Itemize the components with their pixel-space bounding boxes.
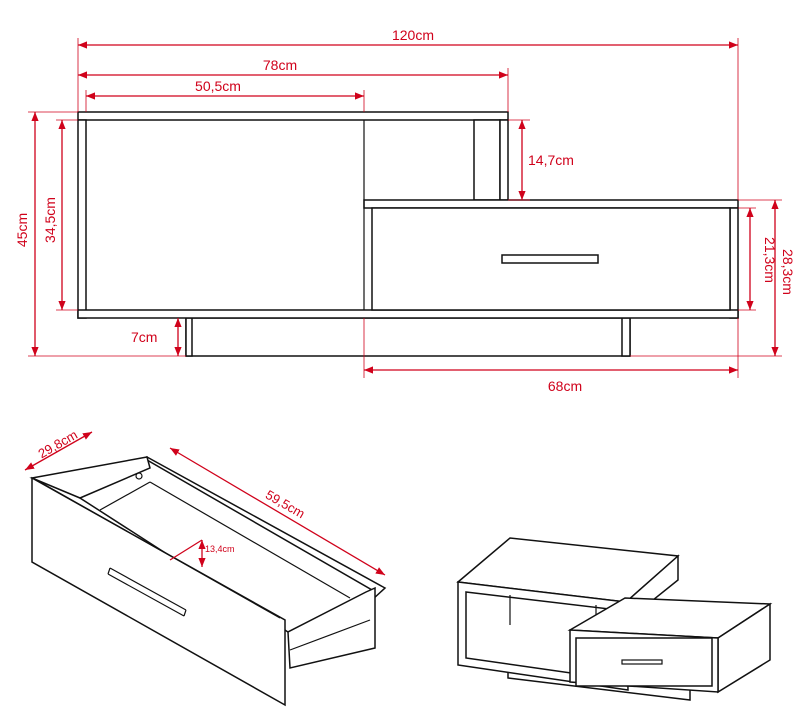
drawer-handle <box>501 254 599 264</box>
drawer-isometric: 29,8cm 59,5cm 13,4cm <box>24 427 387 707</box>
drawer-hole <box>135 472 143 480</box>
drawer-handle-iso <box>107 567 187 617</box>
label-base-height: 7cm <box>131 329 157 345</box>
top-board <box>77 111 509 121</box>
base-leg-left <box>185 317 193 357</box>
front-view <box>77 111 739 357</box>
right-side <box>729 207 739 319</box>
dim-drawer-depth <box>169 447 386 576</box>
base-plinth <box>185 317 631 357</box>
upper-side-post <box>499 119 509 201</box>
label-step-height: 14,7cm <box>528 152 574 168</box>
base-leg-right <box>621 317 631 357</box>
dim-drawer-width <box>24 431 93 471</box>
label-drawer-width: 29,8cm <box>36 427 80 461</box>
iso-drawer-handle <box>621 659 663 665</box>
left-side <box>77 119 87 319</box>
drawer-left-top <box>29 456 151 499</box>
label-right-block-width: 68cm <box>548 378 582 394</box>
label-drawer-inner-height: 13,4cm <box>205 544 235 554</box>
label-inner-height: 34,5cm <box>42 197 58 243</box>
bottom-board <box>77 309 739 319</box>
label-total-width: 120cm <box>392 27 434 43</box>
label-right-block-height: 28,3cm <box>780 249 796 295</box>
label-shelf-width: 50,5cm <box>195 78 241 94</box>
right-top-board <box>363 199 739 209</box>
upper-back-post <box>473 119 501 201</box>
label-upper-width: 78cm <box>263 57 297 73</box>
dimensions: 120cm 78cm 50,5cm 14,7cm 45cm 34,5cm 7cm… <box>14 27 796 394</box>
table-isometric <box>456 537 773 701</box>
drawer-right-side <box>287 586 376 669</box>
label-total-height: 45cm <box>14 213 30 247</box>
iso-drawer <box>575 637 713 687</box>
